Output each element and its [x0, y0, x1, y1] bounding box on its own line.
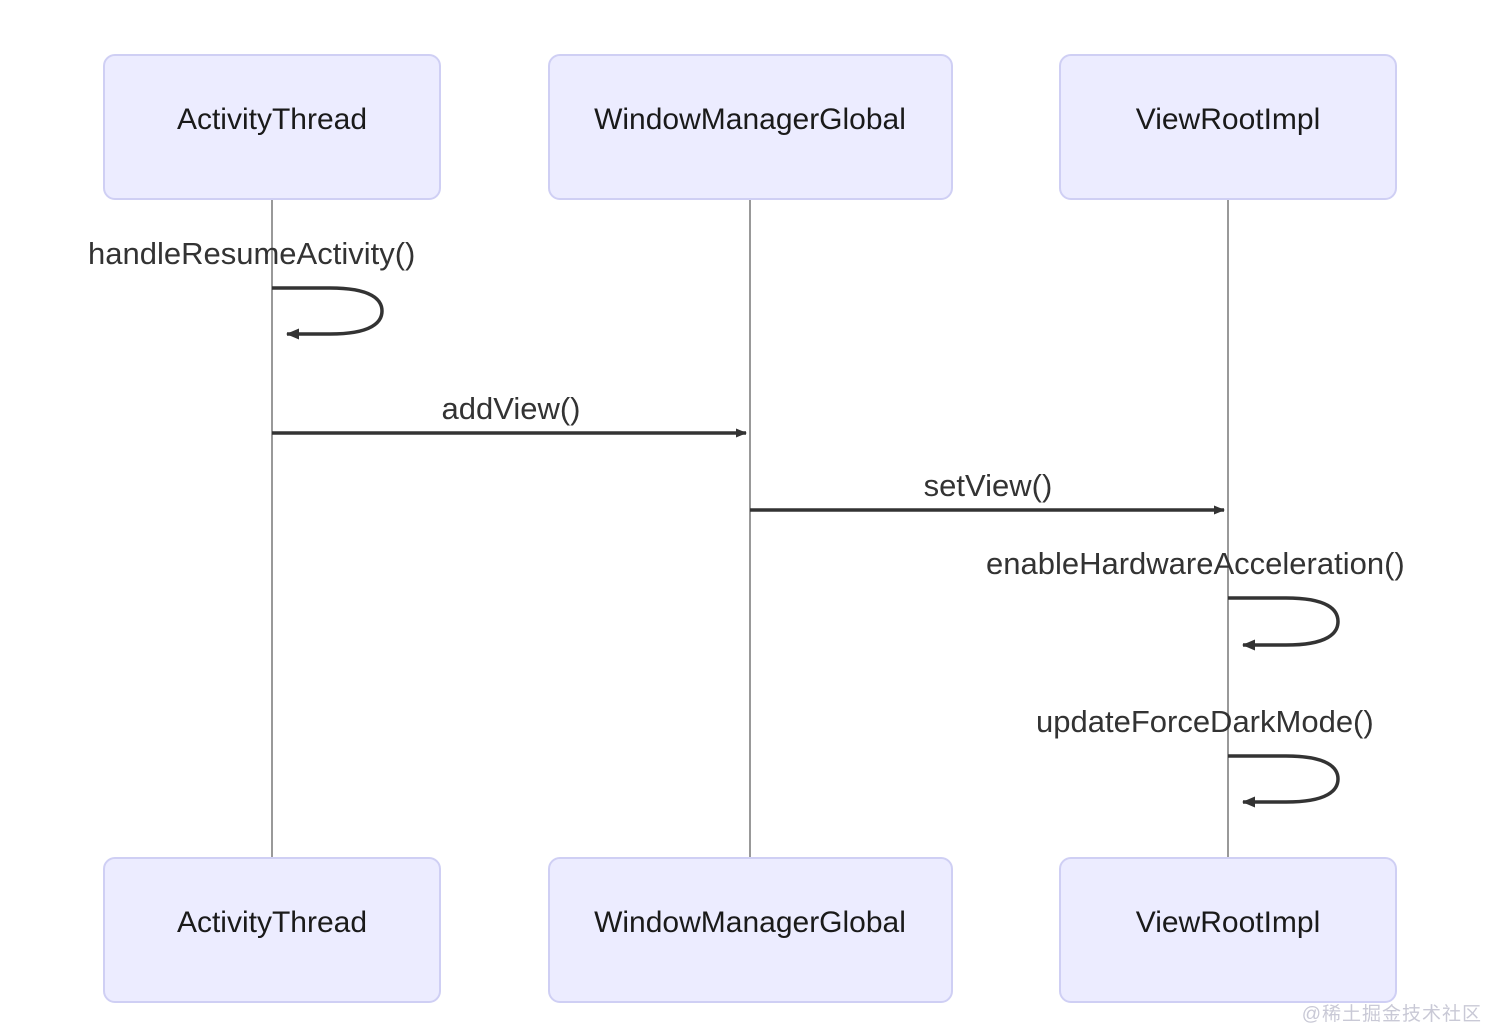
participant-label-window-manager-global-bottom: WindowManagerGlobal [594, 906, 906, 939]
participant-box-window-manager-global-bottom[interactable] [548, 857, 953, 1003]
participant-box-window-manager-global-top[interactable] [548, 54, 953, 200]
self-call-loop-enable-hardware-acceleration [1228, 596, 1340, 651]
message-handle-resume-activity[interactable]: handleResumeActivity() [88, 236, 415, 340]
message-label-add-view: addView() [441, 391, 580, 426]
watermark-label: @稀土掘金技术社区 [1301, 1004, 1482, 1025]
participant-footers: ActivityThread WindowManagerGlobal ViewR… [103, 857, 1397, 1003]
participant-box-activity-thread-bottom[interactable] [103, 857, 441, 1003]
self-call-loop-update-force-dark-mode [1228, 754, 1340, 808]
lifelines-group [271, 199, 1229, 860]
participant-box-view-root-impl-top[interactable] [1059, 54, 1397, 200]
message-set-view[interactable]: setView() [750, 468, 1225, 515]
message-label-set-view: setView() [924, 468, 1053, 503]
self-call-loop-handle-resume-activity [272, 286, 384, 340]
participant-box-view-root-impl-bottom[interactable] [1059, 857, 1397, 1003]
message-update-force-dark-mode[interactable]: updateForceDarkMode() [1036, 704, 1374, 808]
message-label-enable-hardware-acceleration: enableHardwareAcceleration() [986, 546, 1405, 581]
message-label-handle-resume-activity: handleResumeActivity() [88, 236, 415, 271]
participant-headers: ActivityThread WindowManagerGlobal ViewR… [103, 54, 1397, 200]
message-add-view[interactable]: addView() [272, 391, 747, 438]
participant-box-activity-thread-top[interactable] [103, 54, 441, 200]
participant-label-view-root-impl-bottom: ViewRootImpl [1136, 906, 1321, 939]
participant-label-window-manager-global-top: WindowManagerGlobal [594, 103, 906, 136]
participant-label-activity-thread-bottom: ActivityThread [177, 906, 367, 939]
message-label-update-force-dark-mode: updateForceDarkMode() [1036, 704, 1374, 739]
participant-label-activity-thread-top: ActivityThread [177, 103, 367, 136]
message-enable-hardware-acceleration[interactable]: enableHardwareAcceleration() [986, 546, 1405, 651]
participant-label-view-root-impl-top: ViewRootImpl [1136, 103, 1321, 136]
